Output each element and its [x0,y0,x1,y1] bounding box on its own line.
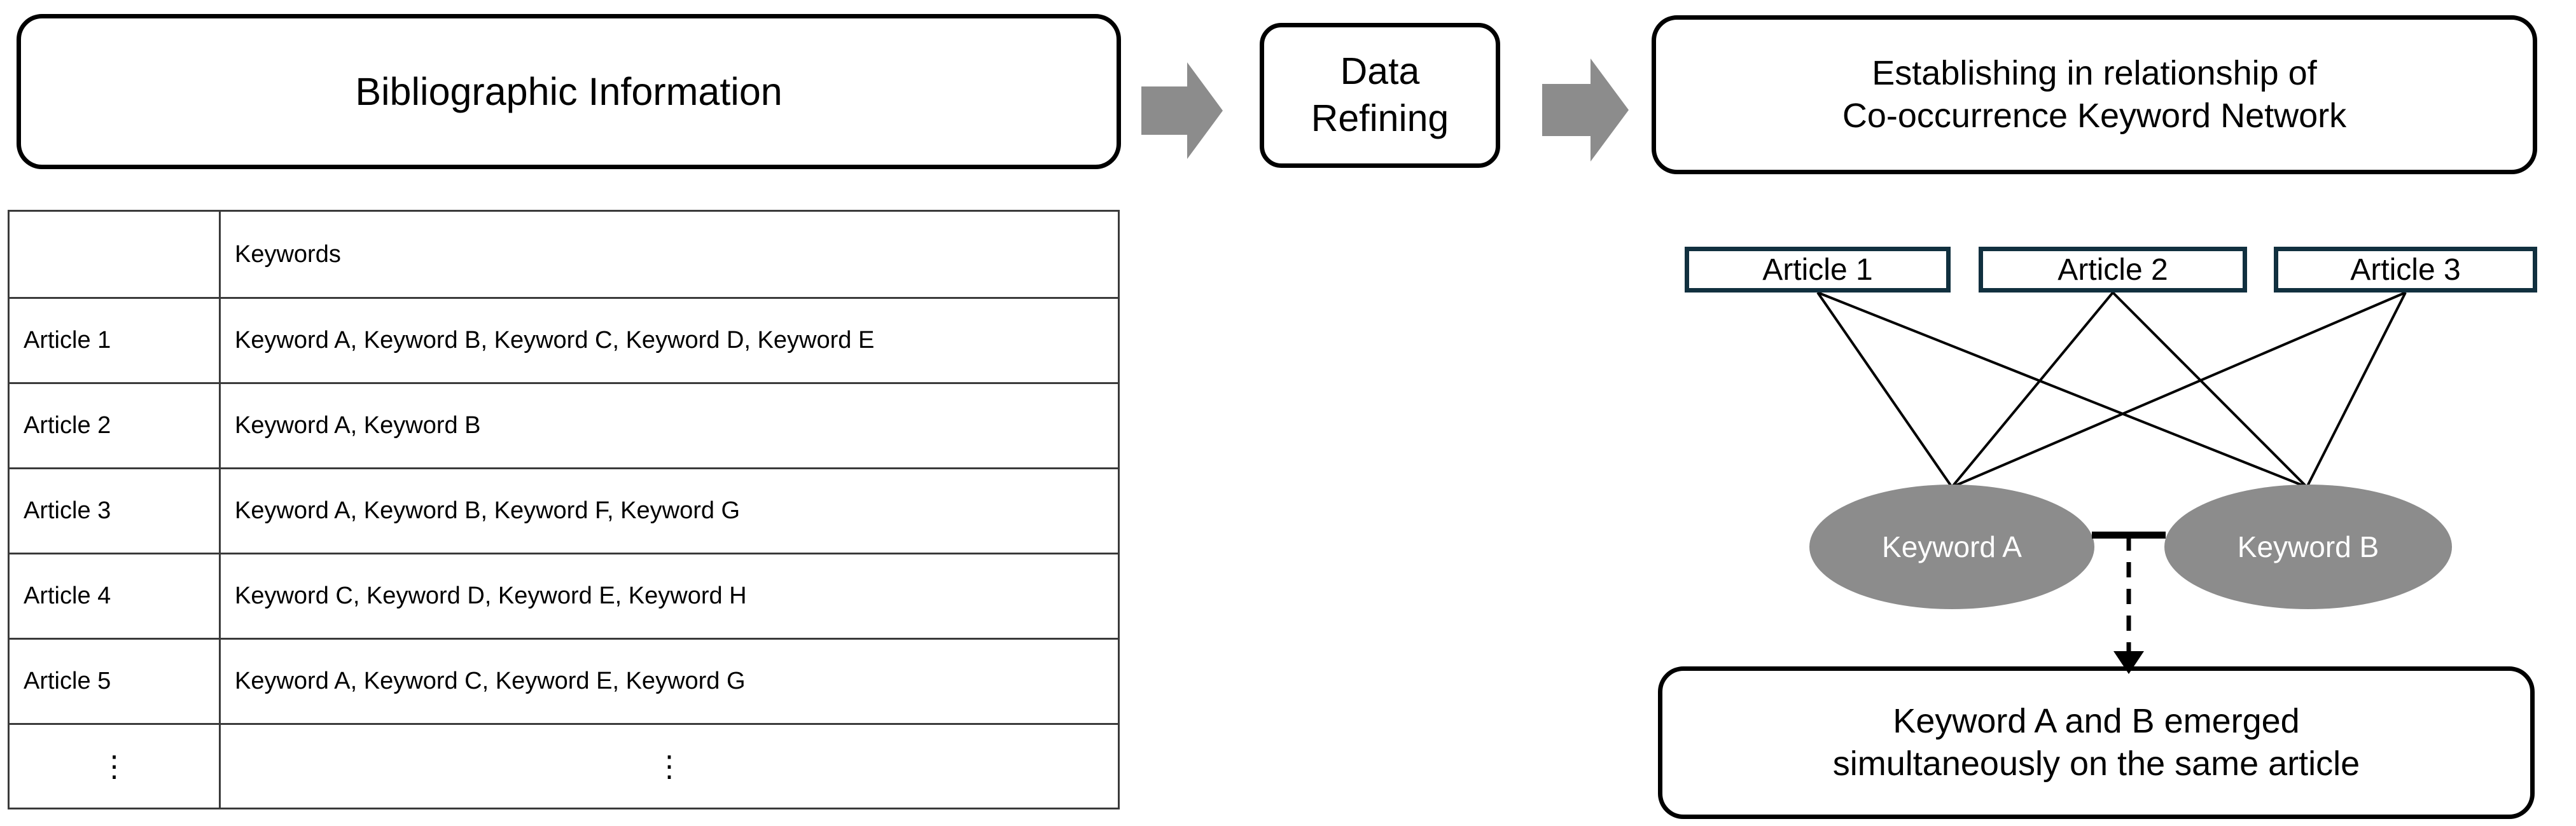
co-occurrence-link [2092,532,2166,539]
keywords-table: Keywords Article 1 Keyword A, Keyword B,… [8,210,1120,809]
table-row: Article 5 Keyword A, Keyword C, Keyword … [8,638,1120,725]
bibliographic-information-box: Bibliographic Information [17,14,1121,169]
cell-article-ellipsis: ⋮ [8,723,221,809]
co-occurrence-network: Article 1 Article 2 Article 3 Keyword A … [1652,191,2542,674]
article-node-3-label: Article 3 [2350,252,2461,287]
conclusion-line1: Keyword A and B emerged [1893,701,2300,740]
step-arrow-2-icon [1542,59,1629,162]
keywords-table-head: Keywords [8,210,1120,299]
data-refining-box: Data Refining [1260,23,1500,168]
cell-article: Article 3 [8,467,221,554]
conclusion-box: Keyword A and B emerged simultaneously o… [1658,666,2535,819]
keyword-node-a: Keyword A [1809,485,2094,609]
keyword-node-a-label: Keyword A [1882,530,2022,563]
conclusion-line2: simultaneously on the same article [1832,745,2360,783]
network-title-line2: Co-occurrence Keyword Network [1842,97,2347,135]
cell-article: Article 4 [8,553,221,640]
table-row-ellipsis: ⋮ ⋮ [8,723,1120,809]
step-arrow-1-icon [1141,62,1223,159]
keyword-node-b: Keyword B [2164,485,2452,609]
table-row: Article 3 Keyword A, Keyword B, Keyword … [8,467,1120,554]
cell-keywords: Keyword C, Keyword D, Keyword E, Keyword… [219,553,1120,640]
keywords-table-body: Article 1 Keyword A, Keyword B, Keyword … [8,297,1120,809]
network-edges [1816,291,2407,488]
table-row: Article 4 Keyword C, Keyword D, Keyword … [8,553,1120,640]
table-header-row: Keywords [8,210,1120,299]
cell-keywords: Keyword A, Keyword B [219,382,1120,469]
column-header-keywords: Keywords [219,210,1120,299]
cell-article: Article 5 [8,638,221,725]
network-title-box: Establishing in relationship of Co-occur… [1652,15,2537,174]
column-header-article [8,210,221,299]
network-title-line1: Establishing in relationship of [1872,53,2317,92]
cell-article: Article 2 [8,382,221,469]
keyword-node-b-label: Keyword B [2237,530,2379,563]
cell-keywords: Keyword A, Keyword C, Keyword E, Keyword… [219,638,1120,725]
article-node-2: Article 2 [1979,247,2247,293]
data-refining-label-line2: Refining [1311,97,1449,139]
article-node-3: Article 3 [2274,247,2537,293]
article-node-1: Article 1 [1685,247,1951,293]
co-occurrence-dashed-arrow-icon [2113,535,2144,674]
cell-keywords: Keyword A, Keyword B, Keyword F, Keyword… [219,467,1120,554]
article-node-2-label: Article 2 [2057,252,2168,287]
cell-keywords-ellipsis: ⋮ [219,723,1120,809]
cell-keywords: Keyword A, Keyword B, Keyword C, Keyword… [219,297,1120,384]
table-row: Article 1 Keyword A, Keyword B, Keyword … [8,297,1120,384]
bibliographic-information-label: Bibliographic Information [355,69,783,113]
cell-article: Article 1 [8,297,221,384]
article-node-1-label: Article 1 [1762,252,1873,287]
table-row: Article 2 Keyword A, Keyword B [8,382,1120,469]
data-refining-label-line1: Data [1340,50,1420,93]
